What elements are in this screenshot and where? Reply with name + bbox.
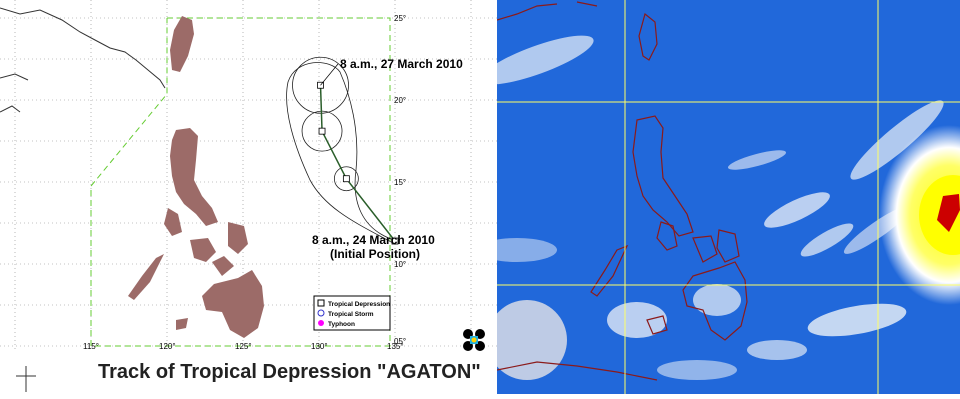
legend-square-icon [317,299,325,307]
sulu [176,318,188,330]
longitude-label: 115° [83,342,99,351]
legend-circle-icon [317,309,325,317]
cebu-bohol [212,256,234,276]
track-point-marker [318,127,326,135]
initial-position-annotation-sub: (Initial Position) [330,247,420,261]
latest-position-annotation: 8 a.m., 27 March 2010 [340,57,463,71]
latitude-label: 15° [394,178,406,187]
longitude-label: 130° [311,342,328,351]
satellite-image [477,0,960,394]
storm-track [286,56,399,245]
satellite-image-panel [477,0,960,394]
par-boundary [90,17,391,347]
samar-leyte [228,222,248,254]
luzon [170,128,218,226]
initial-position-annotation: 8 a.m., 24 March 2010 [312,233,435,247]
legend-label-storm: Tropical Storm [328,311,374,318]
mindoro [164,208,182,236]
corner-crosshair-icon [16,366,36,392]
palawan [128,254,164,300]
annotation-leader-line [320,63,339,86]
track-map-panel: 8 a.m., 27 March 2010 8 a.m., 24 March 2… [0,0,497,394]
legend: Tropical Depression Tropical Storm Typho… [313,295,391,331]
track-map: 8 a.m., 27 March 2010 8 a.m., 24 March 2… [0,0,497,392]
map-title: Track of Tropical Depression "AGATON" [98,361,481,383]
taiwan [170,16,194,72]
legend-box [313,295,391,331]
mindanao [202,270,264,338]
cloud-features [477,35,944,380]
track-point-marker [391,237,399,245]
satellite-coastlines [496,1,748,381]
legend-label-depression: Tropical Depression [328,301,390,308]
forecast-circle [333,166,359,192]
panay-negros [190,238,216,262]
forecast-cone [286,62,398,244]
track-line [319,85,396,242]
china-coastline [0,7,166,113]
longitude-label: 120° [159,342,176,351]
longitude-label: 135° [387,342,404,351]
track-point-marker [342,175,350,183]
pagasa-logo-icon [463,329,485,351]
latitude-label: 10° [394,260,406,269]
land-masses [128,16,264,338]
storm-system [879,125,960,305]
latitude-label: 20° [394,96,406,105]
satellite-gridlines [497,0,960,394]
forecast-circle [292,56,349,114]
axis-labels: 115° 120° 125° 130° 135° 25° 20° 15° 10° 05° [83,14,406,351]
legend-dot-icon [318,320,324,326]
storm-eye-core [937,194,960,232]
latitude-label: 05° [394,337,406,346]
latitude-label: 25° [394,14,406,23]
longitude-label: 125° [235,342,252,351]
legend-label-typhoon: Typhoon [328,321,355,328]
